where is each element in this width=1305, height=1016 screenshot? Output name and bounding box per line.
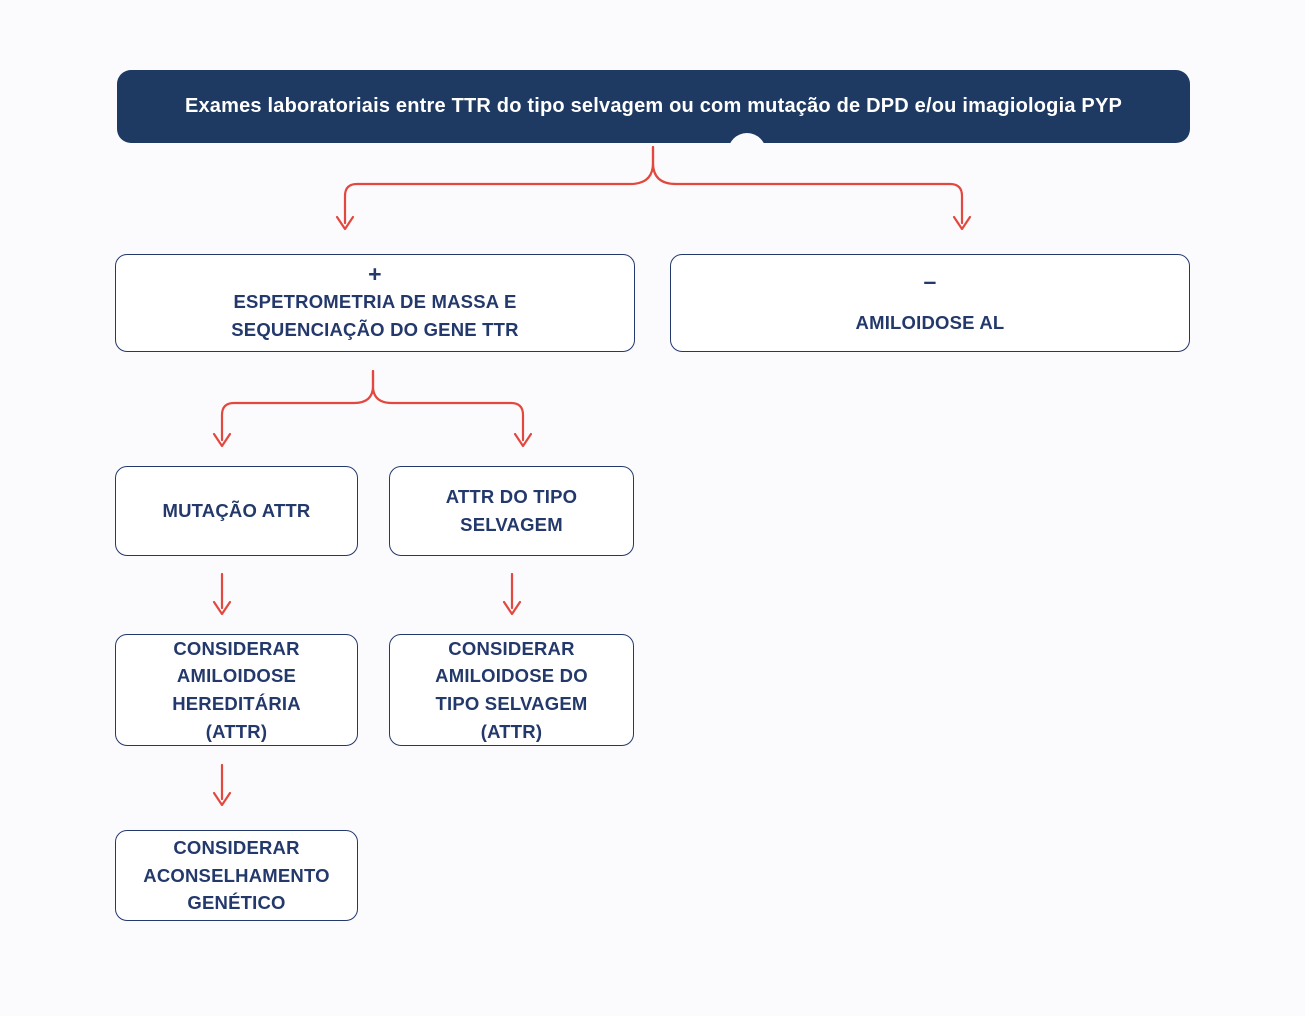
node-label: AMILOIDOSE AL [855, 312, 1005, 334]
connector-header-to-positive [343, 145, 655, 225]
node-positive-mass-spectrometry: + ESPETROMETRIA DE MASSA E SEQUENCIAÇÃO … [115, 254, 635, 352]
header-box: Exames laboratoriais entre TTR do tipo s… [117, 70, 1190, 143]
node-negative-al-amyloidosis: – AMILOIDOSE AL [670, 254, 1190, 352]
arrowhead-to-consider-wild-type [502, 600, 522, 616]
arrowhead-to-genetic-counseling [212, 791, 232, 807]
connector-positive-to-wild-type [371, 369, 525, 442]
node-label: CONSIDERAR ACONSELHAMENTO GENÉTICO [143, 836, 330, 914]
connector-positive-to-mutation [220, 369, 375, 442]
node-label: ATTR DO TIPO SELVAGEM [445, 486, 578, 535]
node-consider-wild-type-amyloidosis: CONSIDERAR AMILOIDOSE DO TIPO SELVAGEM (… [389, 634, 634, 746]
arrowhead-to-negative [952, 215, 972, 231]
node-consider-hereditary-amyloidosis: CONSIDERAR AMILOIDOSE HEREDITÁRIA (ATTR) [115, 634, 358, 746]
node-label: CONSIDERAR AMILOIDOSE HEREDITÁRIA (ATTR) [172, 637, 301, 742]
arrowhead-to-wild-type [513, 432, 533, 448]
header-label: Exames laboratoriais entre TTR do tipo s… [184, 95, 1123, 117]
node-genetic-counseling: CONSIDERAR ACONSELHAMENTO GENÉTICO [115, 830, 358, 921]
plus-sign: + [368, 261, 382, 288]
node-label: ESPETROMETRIA DE MASSA E SEQUENCIAÇÃO DO… [231, 291, 519, 340]
node-label: CONSIDERAR AMILOIDOSE DO TIPO SELVAGEM (… [435, 637, 588, 742]
arrowhead-to-mutation [212, 432, 232, 448]
node-mutation-attr: MUTAÇÃO ATTR [115, 466, 358, 556]
minus-sign: – [923, 268, 937, 295]
node-wild-type-attr: ATTR DO TIPO SELVAGEM [389, 466, 634, 556]
connector-header-to-negative [651, 145, 964, 225]
header-bottom-notch [728, 133, 766, 171]
node-label: MUTAÇÃO ATTR [162, 500, 311, 522]
arrowhead-to-positive [335, 215, 355, 231]
arrowhead-to-consider-hereditary [212, 600, 232, 616]
